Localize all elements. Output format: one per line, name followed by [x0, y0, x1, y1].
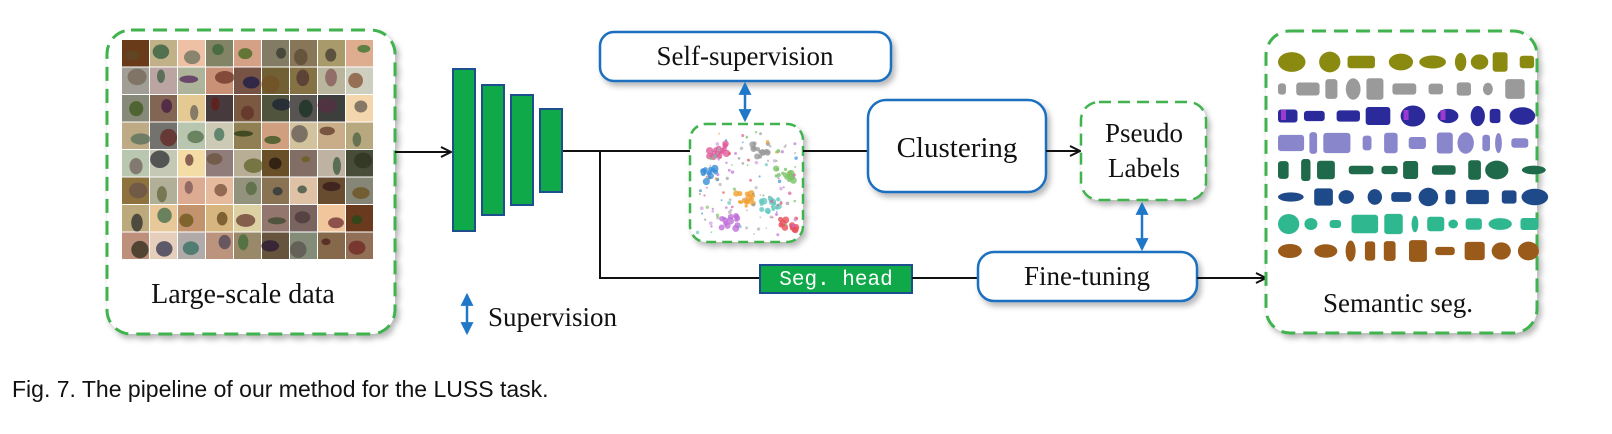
encoder-layer-1 [452, 68, 476, 232]
semantic-seg-panel: Semantic seg. [1264, 29, 1549, 335]
fine-tuning-label: Fine-tuning [1024, 261, 1150, 291]
image-mosaic [122, 40, 373, 259]
legend-label: Supervision [488, 302, 618, 332]
figure-caption: Fig. 7. The pipeline of our method for t… [12, 376, 549, 402]
output-label: Semantic seg. [1323, 288, 1473, 318]
pseudo-labels-line1: Pseudo [1105, 118, 1183, 148]
supervision-legend: Supervision [460, 292, 618, 336]
self-supervision-box: Self-supervision [598, 30, 893, 83]
encoder-layer-3 [510, 94, 534, 206]
seg-head-block: Seg. head [759, 264, 913, 294]
clustering-label: Clustering [897, 132, 1018, 164]
encoder-network [452, 68, 563, 232]
self-supervision-label: Self-supervision [657, 41, 834, 71]
seg-head-label: Seg. head [779, 269, 892, 292]
clustering-box: Clustering [866, 98, 1048, 194]
feature-cluster-plot [695, 130, 800, 237]
encoder-layer-4 [539, 108, 563, 193]
pseudo-labels-box: Pseudo Labels [1079, 100, 1208, 202]
input-data-panel: Large-scale data [105, 28, 397, 336]
pseudo-labels-line2: Labels [1108, 153, 1180, 183]
encoder-to-seghead-line [599, 151, 760, 279]
pipeline-diagram: Large-scale data Self-supervision Cluste… [105, 28, 1549, 336]
segmentation-masks-grid [1278, 51, 1549, 262]
fine-tuning-box: Fine-tuning [976, 250, 1199, 303]
feature-cluster-panel [688, 122, 805, 244]
input-label: Large-scale data [151, 279, 335, 310]
encoder-layer-2 [481, 84, 505, 216]
